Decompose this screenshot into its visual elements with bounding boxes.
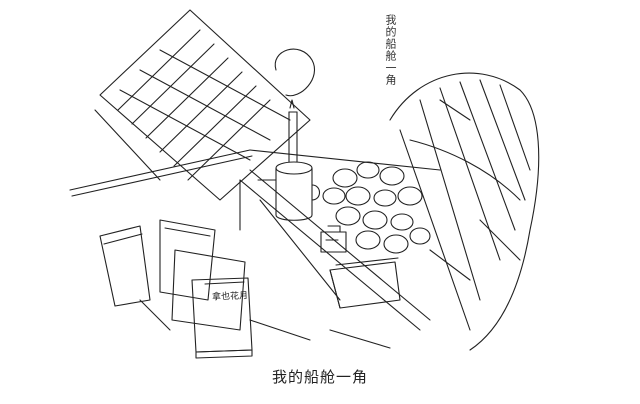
books: [99, 219, 246, 331]
fruit-pile: [322, 161, 431, 254]
canister: [257, 161, 321, 221]
floor-lines: [139, 299, 391, 349]
labeled-book: [191, 277, 253, 359]
book-label: 拿也花月: [211, 291, 249, 303]
shelf: [69, 149, 441, 331]
handwritten-title: 我的船舱一角: [384, 14, 397, 86]
curved-bunk: [389, 72, 540, 351]
lamp: [274, 48, 315, 163]
figure-caption: 我的船舱一角: [271, 368, 368, 386]
box: [329, 257, 401, 309]
window-slats: [94, 9, 311, 201]
small-jar: [320, 225, 347, 253]
cabin-sketch: [69, 9, 540, 359]
